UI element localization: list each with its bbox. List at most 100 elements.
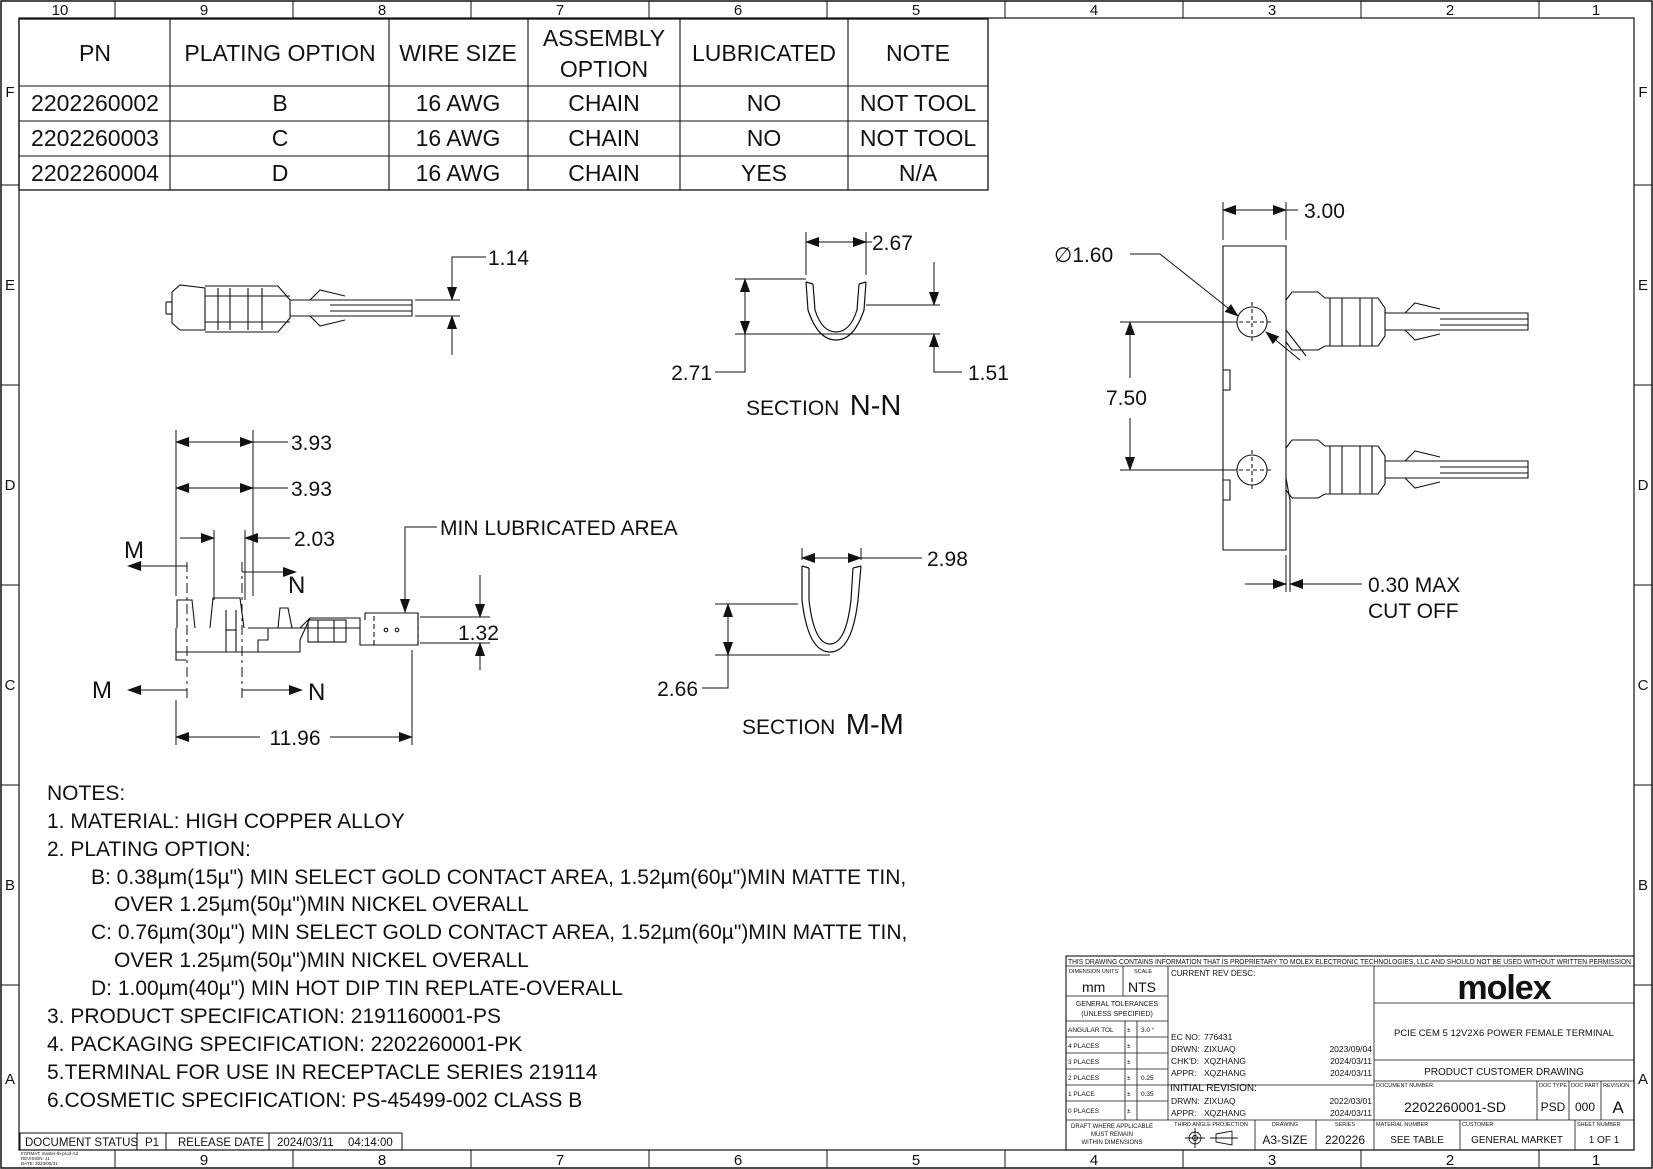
dim-7-50-label: 7.50 [1106,387,1147,410]
format-info-line: REVISION: J1 [21,1156,50,1161]
header-lubricated: LUBRICATED [692,40,836,66]
release-date-label: RELEASE DATE [178,1137,264,1149]
tolerance-places-pm: ± [1127,1091,1131,1098]
cell-lubricated: NO [747,90,782,116]
section-n-n-profile [805,281,867,341]
current-rev-label: CURRENT REV DESC: [1171,969,1255,978]
zone-bottom-8: 8 [378,1152,386,1169]
angular-tol-label: ANGULAR TOL [1068,1027,1114,1034]
section-m-m-profile [801,565,862,653]
proprietary-notice: THIS DRAWING CONTAINS INFORMATION THAT I… [1068,959,1631,966]
angular-tol-value: 3.0 ° [1141,1026,1155,1034]
drwn-date: 2023/09/04 [1329,1044,1372,1054]
cell-pn: 2202260002 [31,90,159,116]
cut-m-bottom: M [92,677,112,704]
zone-left-f: F [5,84,14,101]
material-label: MATERIAL NUMBER [1376,1122,1428,1128]
cut-n-bottom: N [308,679,325,706]
note-line: C: 0.76µm(30µ") MIN SELECT GOLD CONTACT … [91,921,907,944]
doc-number-label: DOCUMENT NUMBER [1376,1083,1433,1089]
zone-right-d: D [1638,477,1649,494]
header-plating: PLATING OPTION [184,40,375,66]
cell-note: N/A [899,160,938,186]
dim-7-50 [1120,321,1237,471]
third-angle-projection-icon [1185,1128,1238,1148]
zone-top-3: 3 [1268,2,1276,19]
unless-specified: (UNLESS SPECIFIED) [1081,1011,1153,1018]
zone-left-d: D [5,477,16,494]
zone-bottom-9: 9 [200,1152,208,1169]
chain-terminal-lower [1285,439,1529,590]
zone-right-c: C [1638,677,1649,694]
zone-bottom-2: 2 [1446,1152,1454,1169]
dimension-units-label: DIMENSION UNITS [1069,969,1119,975]
chain-terminal-upper [1285,291,1529,357]
ec-no-value: 776431 [1204,1032,1233,1042]
note-line: OVER 1.25µm(50µ")MIN NICKEL OVERALL [114,893,529,916]
dim-3-93-a [175,430,288,596]
cell-assembly: CHAIN [568,125,640,151]
scale-label: SCALE [1134,969,1152,975]
revision-value: A [1612,1098,1624,1117]
note-line: 6.COSMETIC SPECIFICATION: PS-45499-002 C… [47,1089,582,1112]
lubricated-area-box [373,612,419,646]
format-info: FORMAT: master-tb-prod-A3 REVISION: J1 D… [21,1151,79,1166]
init-drwn-label: DRWN: [1171,1096,1200,1106]
zone-bottom-1: 1 [1592,1152,1600,1169]
tolerance-places-value: 0.35 [1141,1091,1154,1098]
note-line: B: 0.38µm(15µ") MIN SELECT GOLD CONTACT … [91,866,906,889]
angular-tol-pm: ± [1127,1027,1131,1034]
doc-number-value: 2202260001-SD [1404,1099,1506,1115]
format-info-line: DATE: 2023/05/31 [21,1161,58,1166]
dim-2-66-label: 2.66 [657,678,698,701]
appr-value: XQZHANG [1204,1068,1246,1078]
tolerance-places-label: 0 PLACES [1068,1108,1100,1115]
tolerance-places-label: 2 PLACES [1068,1075,1100,1082]
series-value: 220226 [1325,1133,1365,1147]
dim-11-96 [175,650,413,745]
zone-top-6: 6 [734,2,742,19]
draft-note-line: WITHIN DIMENSIONS [1082,1140,1143,1146]
init-appr-date: 2024/03/11 [1330,1108,1372,1118]
chain-carrier-strip [1222,245,1287,551]
sheet-value: 1 OF 1 [1589,1135,1620,1146]
terminal-side-view [175,597,419,661]
init-drwn-value: ZIXUAQ [1204,1096,1236,1106]
cutoff-label-line-1: 0.30 MAX [1368,574,1460,597]
zone-left-c: C [5,677,16,694]
zone-right-a: A [1638,1071,1648,1088]
drwn-label: DRWN: [1171,1044,1200,1054]
dim-2-03-label: 2.03 [294,528,335,551]
dim-2-71 [715,278,940,373]
chkd-date: 2024/03/11 [1330,1056,1372,1066]
section-n-n-id: N-N [850,390,902,422]
zone-left-e: E [5,277,15,294]
note-line: 1. MATERIAL: HIGH COPPER ALLOY [47,810,405,833]
dimension-units-value: mm [1082,979,1105,995]
dim-3-00-label: 3.00 [1304,200,1345,223]
dim-1-14-label: 1.14 [488,247,529,270]
zone-bottom-3: 3 [1268,1152,1276,1169]
dim-1-32-label: 1.32 [458,622,499,645]
cut-m-top: M [124,537,144,564]
dim-3-00 [1222,202,1298,240]
section-n-n-prefix: SECTION [746,397,839,420]
dim-cutoff [1245,555,1362,592]
section-m-m-title: SECTION M-M [742,709,904,741]
cell-pn: 2202260003 [31,125,159,151]
sheet-label: SHEET NUMBER [1577,1122,1621,1128]
zone-bottom-6: 6 [734,1152,742,1169]
doc-part-label: DOC PART [1571,1083,1600,1089]
zone-top-1: 1 [1592,2,1600,19]
min-lubricated-label: MIN LUBRICATED AREA [440,517,678,540]
cell-plating: C [272,125,289,151]
zone-bottom-4: 4 [1090,1152,1098,1169]
format-info-line: FORMAT: master-tb-prod-A3 [21,1151,79,1156]
customer-label: CUSTOMER [1462,1122,1493,1128]
zone-top-9: 9 [200,2,208,19]
note-line: D: 1.00µm(40µ") MIN HOT DIP TIN REPLATE-… [91,977,623,1000]
cell-note: NOT TOOL [860,125,977,151]
cell-pn: 2202260004 [31,160,159,186]
